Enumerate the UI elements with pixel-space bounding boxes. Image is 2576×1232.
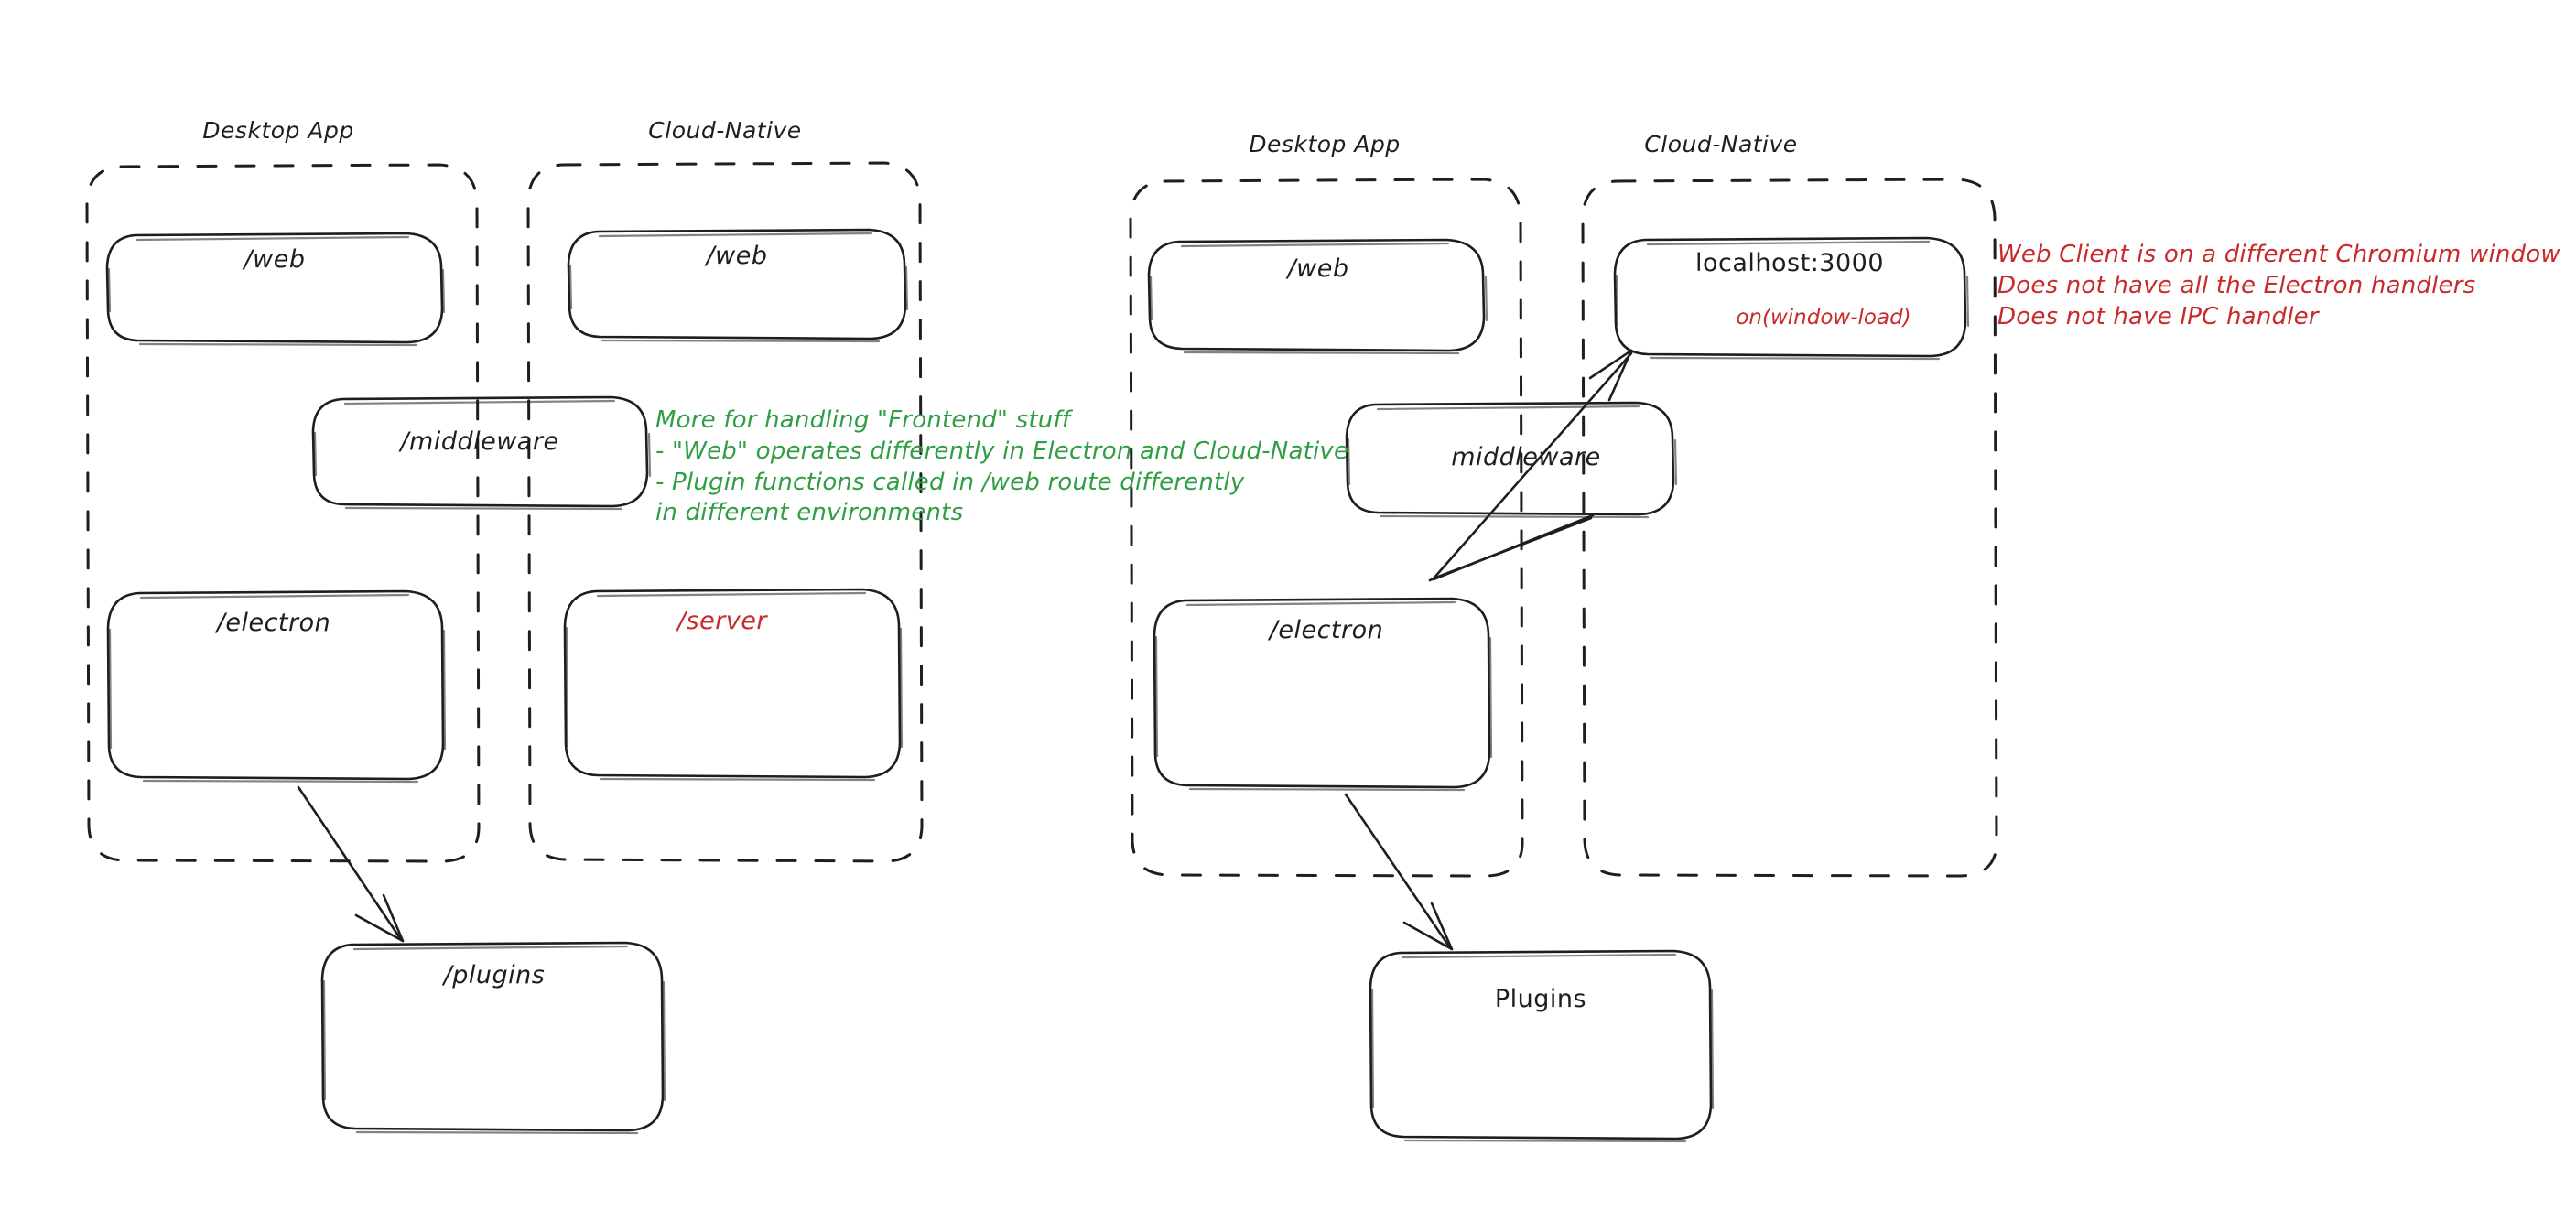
right-web-desktop-box (1147, 238, 1488, 355)
right-node-label-electron: /electron (1269, 616, 1384, 644)
left-node-label-web-desktop: /web (244, 245, 306, 274)
left-group-title-desktop-app: Desktop App (202, 117, 354, 144)
left-middleware-box (311, 395, 652, 511)
green-annotation-note: More for handling "Frontend" stuff - "We… (655, 406, 1349, 527)
red-annotation-note: Web Client is on a different Chromium wi… (1997, 241, 2560, 330)
right-node-sublabel-on-window-load: on(window-load) (1736, 306, 1911, 330)
left-web-cloud-box (567, 228, 909, 343)
right-cloud-native-container (1581, 178, 1998, 878)
left-node-label-middleware: /middleware (400, 427, 559, 456)
right-middleware-box (1345, 401, 1678, 519)
left-desktop-app-container (85, 163, 481, 863)
left-electron-box (106, 589, 447, 784)
left-node-label-web-cloud: /web (706, 242, 768, 270)
left-node-label-plugins: /plugins (443, 961, 546, 989)
right-desktop-app-container (1129, 178, 1524, 878)
left-electron-to-plugins-arrow (297, 785, 405, 943)
right-electron-box (1153, 597, 1493, 792)
left-node-label-server: /server (676, 607, 768, 635)
left-node-label-electron: /electron (216, 609, 331, 637)
right-localhost-box (1613, 236, 1970, 361)
right-group-title-desktop-app: Desktop App (1249, 131, 1401, 157)
left-cloud-native-container (526, 161, 924, 863)
right-electron-to-plugins-arrow (1344, 793, 1454, 951)
right-plugins-box (1369, 949, 1715, 1143)
right-electron-diagonal-lower (1432, 513, 1595, 581)
right-node-label-middleware: middleware (1451, 443, 1601, 471)
left-plugins-box (320, 941, 666, 1135)
right-group-title-cloud-native: Cloud-Native (1644, 131, 1798, 157)
left-group-title-cloud-native: Cloud-Native (648, 117, 802, 144)
right-node-label-web-desktop: /web (1287, 254, 1349, 283)
right-node-label-plugins: Plugins (1494, 985, 1587, 1013)
left-web-desktop-box (105, 232, 446, 347)
left-server-box (563, 588, 904, 782)
right-electron-to-localhost-arrow (1432, 349, 1633, 580)
right-node-label-localhost: localhost:3000 (1694, 249, 1885, 277)
